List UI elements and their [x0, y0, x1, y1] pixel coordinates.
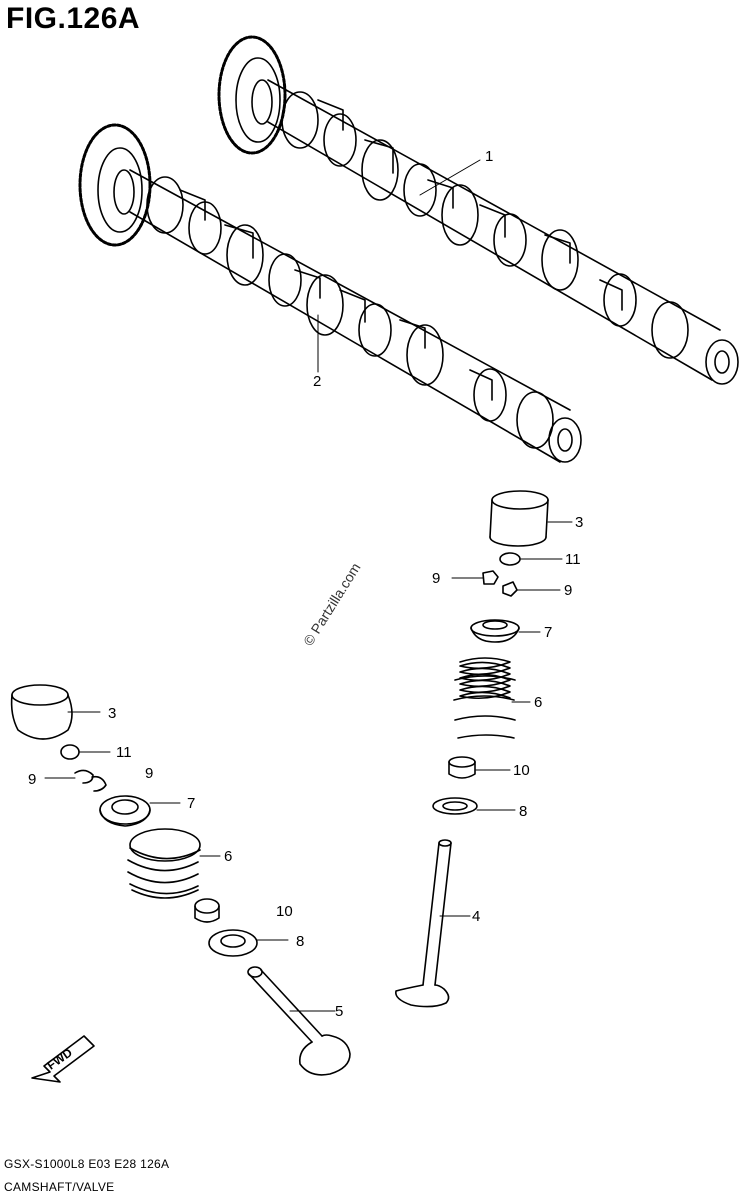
spring-6-left[interactable] — [127, 828, 201, 899]
callout-3-right[interactable]: 3 — [575, 514, 584, 531]
cotter-9-left-a[interactable] — [74, 769, 94, 784]
figure-title: FIG.126A — [6, 2, 141, 35]
camshaft-1[interactable] — [217, 35, 739, 385]
shim-11-left[interactable] — [60, 744, 80, 760]
callout-2[interactable]: 2 — [313, 373, 322, 390]
callout-10-right[interactable]: 10 — [513, 762, 530, 779]
callout-6-left[interactable]: 6 — [224, 848, 233, 865]
cotter-9-right-a[interactable] — [482, 570, 499, 585]
stem-seal-10-left[interactable] — [194, 898, 220, 923]
callout-7-left[interactable]: 7 — [187, 795, 196, 812]
fwd-arrow-icon — [31, 1035, 95, 1083]
callout-9-left-a[interactable]: 9 — [28, 771, 37, 788]
callout-7-right[interactable]: 7 — [544, 624, 553, 641]
callout-11-right[interactable]: 11 — [565, 551, 581, 568]
callout-11-left[interactable]: 11 — [116, 744, 132, 761]
camshaft-2[interactable] — [78, 123, 582, 463]
spring-seat-8-right[interactable] — [432, 797, 478, 815]
retainer-7-right[interactable] — [470, 619, 520, 643]
callout-5[interactable]: 5 — [335, 1003, 344, 1020]
callout-10-left[interactable]: 10 — [276, 903, 293, 920]
callout-9-right-b[interactable]: 9 — [564, 582, 573, 599]
cotter-9-right-b[interactable] — [502, 581, 518, 597]
stem-seal-10-right[interactable] — [448, 756, 476, 779]
tappet-3-right[interactable] — [489, 490, 549, 547]
valve-4[interactable] — [395, 839, 452, 1008]
callout-6-right[interactable]: 6 — [534, 694, 543, 711]
callout-9-right-a[interactable]: 9 — [432, 570, 441, 587]
shim-11-right[interactable] — [499, 552, 521, 566]
callout-3-left[interactable]: 3 — [108, 705, 117, 722]
callout-1[interactable]: 1 — [485, 148, 494, 165]
valve-5[interactable] — [247, 966, 351, 1076]
cotter-9-left-b[interactable] — [91, 775, 107, 792]
callout-8-left[interactable]: 8 — [296, 933, 305, 950]
callout-9-left-b[interactable]: 9 — [145, 765, 154, 782]
tappet-3-left[interactable] — [10, 684, 73, 740]
spring-6-right[interactable] — [453, 657, 516, 739]
footer-name: CAMSHAFT/VALVE — [4, 1180, 115, 1194]
callout-8-right[interactable]: 8 — [519, 803, 528, 820]
retainer-7-left[interactable] — [99, 795, 151, 827]
footer-model: GSX-S1000L8 E03 E28 126A — [4, 1157, 170, 1171]
spring-seat-8-left[interactable] — [208, 929, 258, 957]
callout-4[interactable]: 4 — [472, 908, 481, 925]
